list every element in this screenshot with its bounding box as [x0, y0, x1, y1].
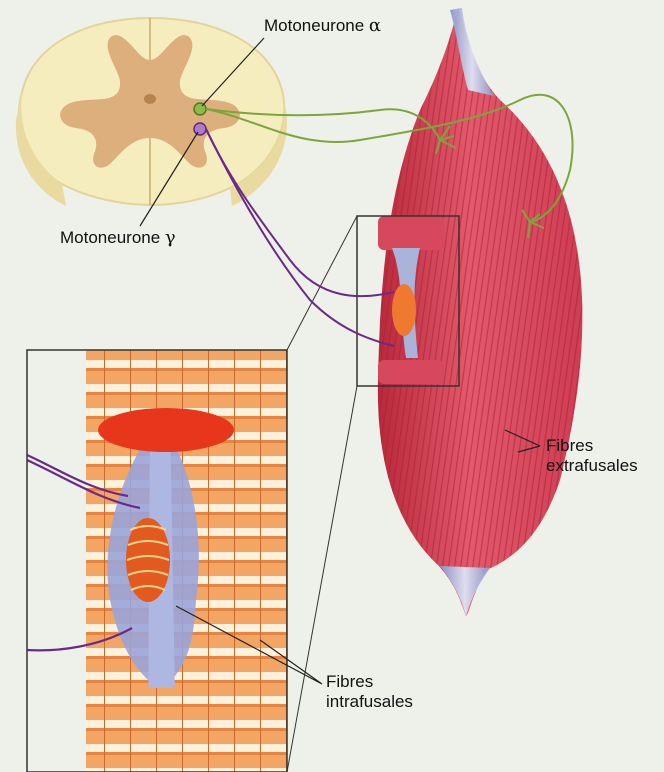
label-line-2: extrafusales: [546, 456, 638, 476]
label-line-2: intrafusales: [326, 692, 413, 712]
alpha-symbol: α: [369, 15, 381, 36]
alpha-motoneuron-soma: [194, 103, 206, 115]
label-text: Motoneurone: [60, 228, 160, 247]
label-fibres-intrafusales: Fibres intrafusales: [326, 672, 413, 712]
spindle-zoom-view: [27, 216, 357, 772]
gamma-symbol: γ: [165, 227, 176, 248]
label-motoneurone-alpha: Motoneurone α: [264, 16, 381, 36]
label-fibres-extrafusales: Fibres extrafusales: [546, 436, 638, 476]
label-line-1: Fibres: [546, 436, 638, 456]
label-text: Motoneurone: [264, 16, 364, 35]
spinal-cord-section: [16, 18, 287, 206]
gamma-motoneuron-soma: [194, 123, 206, 135]
label-line-1: Fibres: [326, 672, 413, 692]
label-motoneurone-gamma: Motoneurone γ: [60, 228, 176, 248]
intrafusal-fibres: [126, 518, 170, 602]
